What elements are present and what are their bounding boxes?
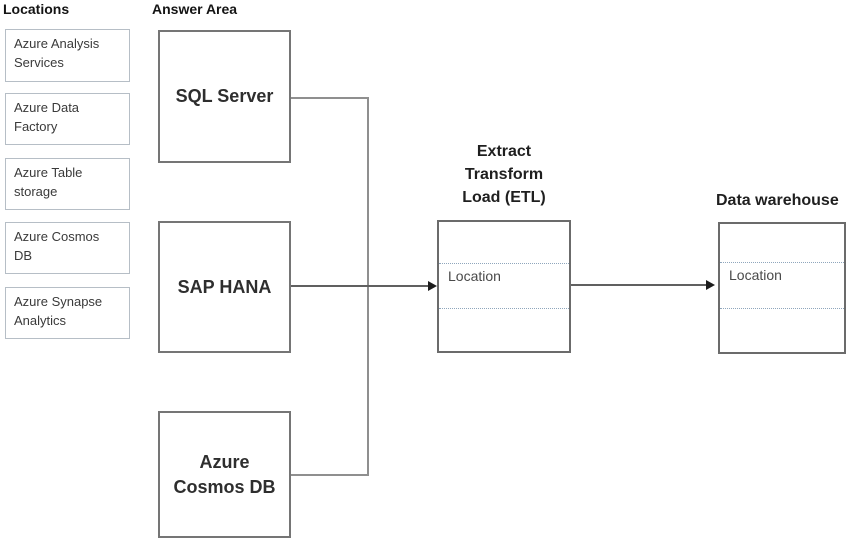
source-box-label: Azure Cosmos DB <box>173 452 276 497</box>
warehouse-box: Location <box>718 222 846 354</box>
etl-title-line: Load (ETL) <box>462 189 546 206</box>
source-box-label: SQL Server <box>175 86 274 107</box>
etl-title-line: Extract <box>476 143 532 160</box>
etl-box-top-row <box>439 222 569 264</box>
location-option-label: Azure Data Factory <box>14 100 80 134</box>
arrowhead-right-icon <box>428 281 437 291</box>
connector-to-etl-line <box>291 285 430 287</box>
location-option-azure-synapse-analytics[interactable]: Azure Synapse Analytics <box>5 287 130 339</box>
etl-title: Extract Transform Load (ETL) <box>437 140 571 209</box>
warehouse-location-slot-label: Location <box>729 267 782 283</box>
location-option-azure-data-factory[interactable]: Azure Data Factory <box>5 93 130 145</box>
etl-box: Location <box>437 220 571 353</box>
location-option-azure-cosmos-db[interactable]: Azure Cosmos DB <box>5 222 130 274</box>
etl-location-slot[interactable]: Location <box>439 264 569 309</box>
warehouse-location-slot[interactable]: Location <box>720 263 844 309</box>
warehouse-box-bottom-row <box>720 309 844 352</box>
etl-location-slot-label: Location <box>448 268 501 284</box>
source-box-sap-hana: SAP HANA <box>158 221 291 353</box>
location-option-label: Azure Cosmos DB <box>14 229 100 263</box>
source-box-label: SAP HANA <box>177 276 272 297</box>
connector-etl-to-warehouse-line <box>571 284 707 286</box>
locations-header: Locations <box>3 1 70 17</box>
location-option-label: Azure Table storage <box>14 165 83 199</box>
answer-area-header: Answer Area <box>152 1 238 17</box>
connector-sql-server-stub <box>291 97 369 99</box>
location-option-label: Azure Analysis Services <box>14 36 100 70</box>
location-option-azure-analysis-services[interactable]: Azure Analysis Services <box>5 29 130 82</box>
warehouse-title: Data warehouse <box>716 192 839 209</box>
connector-cosmos-db-stub <box>291 474 369 476</box>
location-option-label: Azure Synapse Analytics <box>14 294 103 328</box>
source-box-sql-server: SQL Server <box>158 30 291 163</box>
warehouse-box-top-row <box>720 224 844 263</box>
etl-box-bottom-row <box>439 309 569 351</box>
location-option-azure-table-storage[interactable]: Azure Table storage <box>5 158 130 210</box>
arrowhead-right-icon <box>706 280 715 290</box>
source-box-azure-cosmos-db: Azure Cosmos DB <box>158 411 291 538</box>
etl-title-line: Transform <box>464 166 544 183</box>
